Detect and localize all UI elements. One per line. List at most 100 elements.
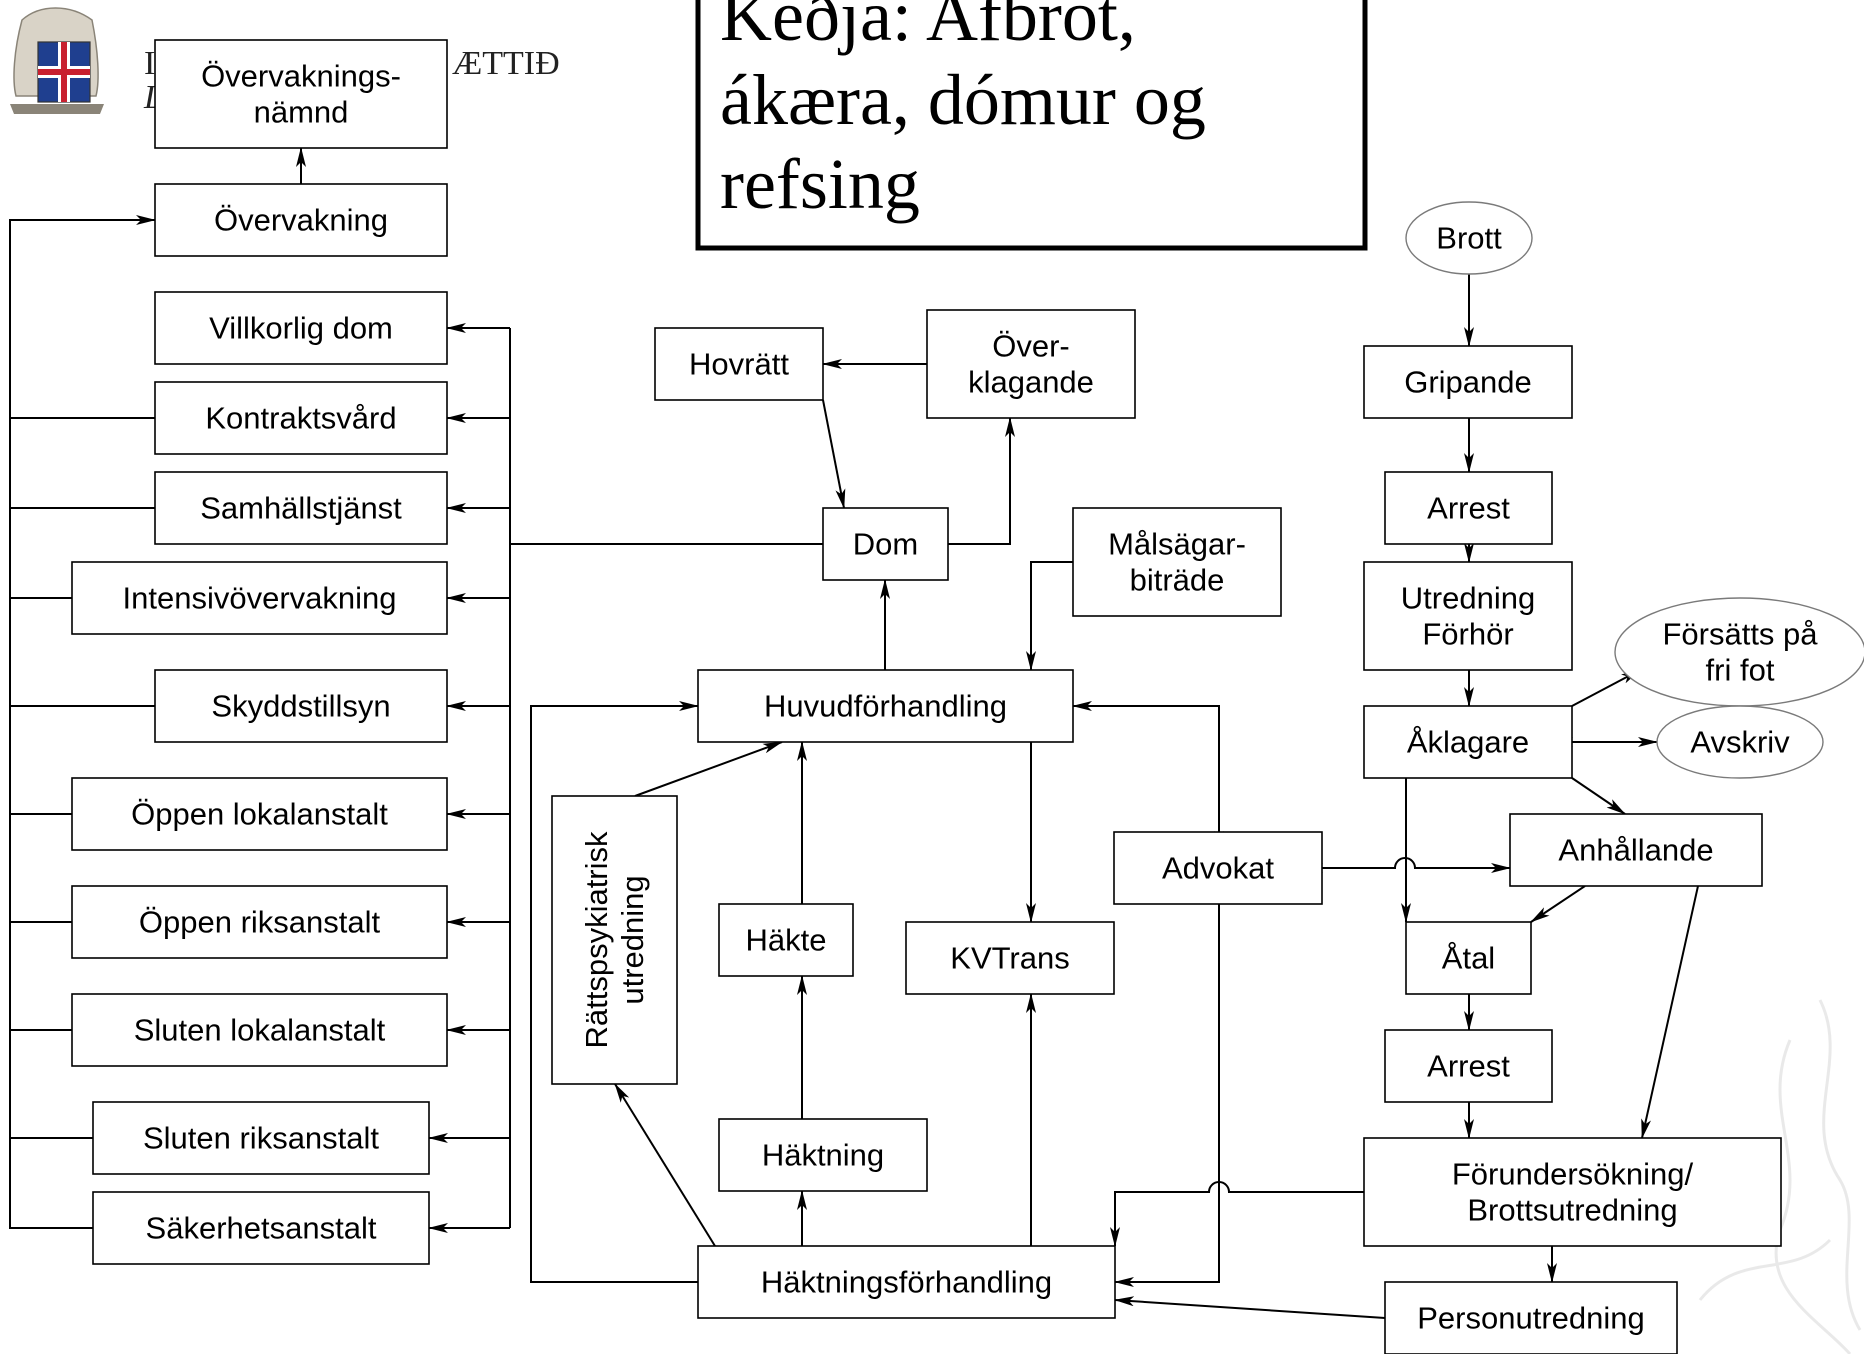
node-label: Samhällstjänst [200, 491, 402, 526]
node-skyddstillsyn: Skyddstillsyn [154, 669, 448, 743]
edge-hovratt-to-dom [822, 399, 846, 509]
node-kontraktsvard: Kontraktsvård [154, 381, 448, 455]
node-atal: Åtal [1405, 921, 1532, 995]
node-label: Över- [992, 329, 1070, 364]
edge-loop-to-overvakning [9, 215, 156, 1229]
title-line: ákæra, dómur og [720, 60, 1206, 140]
edges [9, 147, 1699, 1319]
node-label: Intensivövervakning [123, 581, 397, 616]
node-label: Övervakning [214, 203, 388, 238]
node-arrest1: Arrest [1384, 471, 1553, 545]
node-personutredning: Personutredning [1384, 1281, 1678, 1354]
node-label: Dom [853, 527, 918, 562]
node-label: Brottsutredning [1467, 1193, 1677, 1228]
node-gripande: Gripande [1363, 345, 1573, 419]
node-aklagare: Åklagare [1363, 705, 1573, 779]
node-label: Villkorlig dom [209, 311, 393, 346]
node-label: Häktningsförhandling [761, 1265, 1052, 1300]
node-label: Sluten riksanstalt [143, 1121, 379, 1156]
node-haktning: Häktning [718, 1118, 928, 1192]
node-brott: Brott [1405, 201, 1533, 275]
node-label: biträde [1130, 563, 1225, 598]
node-label: Utredning [1401, 581, 1535, 616]
node-overklagande: Över-klagande [926, 309, 1136, 419]
node-label: Anhållande [1558, 833, 1713, 868]
node-label: Huvudförhandling [764, 689, 1007, 724]
coat-of-arms-logo [10, 7, 104, 114]
node-label: Personutredning [1417, 1301, 1645, 1336]
edge-advokat-huvud [1072, 701, 1224, 851]
node-label: Öppen riksanstalt [139, 905, 381, 940]
node-label: klagande [968, 365, 1094, 400]
node-label: Hovrätt [689, 347, 789, 382]
edge-anhallande-atal [1530, 885, 1586, 923]
node-label: fri fot [1706, 653, 1775, 688]
node-dom: Dom [822, 507, 949, 581]
edge-person-to-haktningsforh [1114, 1296, 1386, 1319]
title-line: Keðja: Afbrot, [720, 0, 1136, 56]
node-label: Sluten lokalanstalt [134, 1013, 386, 1048]
node-hovratt: Hovrätt [654, 327, 824, 401]
ministry-text: ÆTTIÐ [452, 45, 560, 82]
node-advokat: Advokat [1113, 831, 1323, 905]
node-sluten-riksanstalt: Sluten riksanstalt [92, 1101, 430, 1175]
node-label: Arrest [1427, 491, 1510, 526]
edge-forunders-to-haktningsforh [1110, 1181, 1364, 1247]
node-overvakningsnamnd: Övervaknings-nämnd [154, 39, 448, 149]
node-label: Förhör [1422, 617, 1513, 652]
edge-advokat-anhallande [1303, 857, 1511, 873]
node-arrest2: Arrest [1384, 1029, 1553, 1103]
node-malsagarbitrade: Målsägar-biträde [1072, 507, 1282, 617]
node-anhallande: Anhållande [1509, 813, 1763, 887]
node-label: Häktning [762, 1138, 884, 1173]
node-label: Försätts på [1662, 617, 1818, 652]
node-label: Åklagare [1407, 725, 1529, 760]
node-haktningsforhandling: Häktningsförhandling [697, 1245, 1116, 1319]
edge-advokat-to-haktningsforh [1114, 904, 1220, 1287]
ministry-initial-1: I [144, 45, 155, 82]
node-label: Brott [1436, 221, 1502, 256]
edge-malsagar-to-huvud [1026, 561, 1073, 671]
node-oppen-lokalanstalt: Öppen lokalanstalt [71, 777, 448, 851]
node-avskriv: Avskriv [1656, 705, 1824, 779]
node-label: Gripande [1404, 365, 1532, 400]
node-villkorlig-dom: Villkorlig dom [154, 291, 448, 365]
node-label: Säkerhetsanstalt [146, 1211, 377, 1246]
node-label: Skyddstillsyn [211, 689, 390, 724]
edge-dom-to-overklagande [948, 417, 1015, 545]
node-label: Arrest [1427, 1049, 1510, 1084]
node-label: KVTrans [950, 941, 1069, 976]
edge-rattspsyk-to-huvud [634, 741, 783, 797]
node-forundersokning: Förundersökning/Brottsutredning [1363, 1137, 1782, 1247]
title-line: refsing [720, 144, 920, 224]
node-kvtrans: KVTrans [905, 921, 1115, 995]
node-label: Advokat [1162, 851, 1274, 886]
node-label: Förundersökning/ [1452, 1157, 1694, 1192]
edge-haktningsforh-loop-huvud [530, 701, 699, 1283]
node-label: Målsägar- [1108, 527, 1246, 562]
node-label: Rättspsykiatrisk [579, 831, 614, 1049]
node-label: Avskriv [1690, 725, 1790, 760]
node-sakerhetsanstalt: Säkerhetsanstalt [92, 1191, 430, 1265]
edge-aklagare-anhallande [1571, 777, 1626, 815]
node-label: Öppen lokalanstalt [131, 797, 388, 832]
nodes: Övervaknings-nämndÖvervakningVillkorlig … [71, 39, 1864, 1354]
node-label: Kontraktsvård [205, 401, 396, 436]
node-overvakning: Övervakning [154, 183, 448, 257]
node-label: Åtal [1442, 941, 1495, 976]
node-intensivovervakning: Intensivövervakning [71, 561, 448, 635]
node-oppen-riksanstalt: Öppen riksanstalt [71, 885, 448, 959]
node-huvudforhandling: Huvudförhandling [697, 669, 1074, 743]
edge-haktningsforh-to-rattspsyk [614, 1083, 716, 1247]
edge-anhallande-forunders [1641, 885, 1699, 1139]
node-label: Övervaknings- [201, 59, 401, 94]
node-label: nämnd [254, 95, 349, 130]
node-label: utredning [615, 875, 650, 1004]
node-label: Häkte [746, 923, 827, 958]
